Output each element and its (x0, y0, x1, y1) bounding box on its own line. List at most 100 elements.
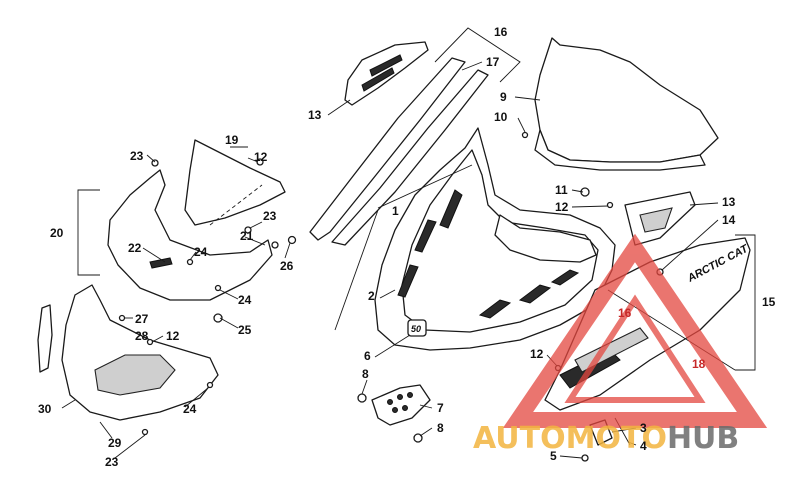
rivet-8a (357, 393, 367, 403)
screw-10 (521, 131, 529, 139)
vent-slat-1 (369, 54, 403, 77)
skid-plate (357, 384, 431, 443)
leader-23a (146, 154, 156, 163)
screw-23c (141, 428, 149, 436)
callout-23b: 23 (263, 209, 277, 223)
vent-slat-2 (361, 67, 395, 92)
leader-29 (99, 421, 113, 439)
callout-18: 18 (692, 357, 706, 371)
side-strip-30 (37, 304, 53, 373)
leader-12a (247, 157, 259, 163)
callout-16b: 16 (618, 306, 632, 320)
callout-1: 1 (392, 204, 399, 218)
nut-26a (271, 241, 279, 249)
emblem-label: 50 (411, 324, 421, 334)
clip-24c (206, 381, 214, 389)
side-vent-upper (344, 41, 429, 106)
leader-13a (327, 99, 351, 116)
screw-27 (118, 314, 126, 322)
watermark-logo (502, 233, 768, 428)
callout-9: 9 (500, 90, 507, 104)
leader-1 (377, 164, 473, 209)
lower-bumper-29 (61, 284, 219, 421)
leader-25 (219, 317, 239, 329)
leader-lines (61, 61, 719, 459)
callout-26: 26 (280, 259, 294, 273)
callout-20: 20 (50, 226, 64, 240)
dash-19 (209, 184, 263, 226)
skid-hole-2 (397, 394, 403, 400)
bracket-20 (77, 189, 100, 276)
leader-7 (419, 404, 433, 409)
callout-16a: 16 (494, 25, 508, 39)
bracket-16 (434, 27, 521, 83)
upper-nose-20 (107, 169, 273, 301)
callout-12b: 12 (166, 329, 180, 343)
callout-27: 27 (135, 312, 149, 326)
hood-vent-1 (439, 189, 463, 229)
skid-hole-4 (392, 407, 398, 413)
clip-24a (186, 258, 194, 266)
leader-21 (244, 236, 266, 246)
clip-24b (214, 284, 222, 292)
bracket-1 (334, 209, 379, 331)
callout-19: 19 (225, 133, 239, 147)
callout-24b: 24 (238, 293, 252, 307)
hood-vent-3 (397, 264, 419, 298)
callout-4: 4 (640, 439, 647, 453)
screw-23a (151, 159, 159, 167)
trim-strip-inner (331, 69, 489, 246)
skid-hole-3 (407, 392, 413, 398)
watermark-triangle-inner (564, 294, 706, 403)
callout-21: 21 (240, 229, 254, 243)
watermark-auto: AUTO (473, 421, 566, 456)
callout-6: 6 (364, 349, 371, 363)
grommet-25 (213, 313, 223, 323)
leader-8a (361, 379, 368, 395)
leader-14 (661, 219, 719, 271)
leader-10 (517, 117, 526, 133)
callout-12a: 12 (254, 150, 268, 164)
svg-text:AUTOMOTOHUB: AUTOMOTOHUB (473, 421, 739, 456)
leader-17 (461, 61, 483, 71)
callout-29: 29 (108, 436, 122, 450)
nose-slot-22 (149, 257, 173, 269)
callout-25: 25 (238, 323, 252, 337)
hood-vent-6 (550, 269, 580, 286)
screw-12c (606, 201, 614, 209)
hood-emblem (407, 319, 427, 337)
callout-13b: 13 (722, 195, 736, 209)
trim-strip-outer (309, 57, 466, 241)
leader-22 (142, 247, 166, 263)
watermark-wordmark: AUTOMOTOHUB (473, 421, 739, 456)
callout-labels: 1 2 3 4 5 6 7 8 8 9 10 11 12 12 12 12 13… (38, 25, 776, 469)
vent-mesh-right (639, 207, 673, 233)
callout-8a: 8 (362, 367, 369, 381)
watermark-triangle (502, 233, 768, 428)
leader-23b (249, 221, 263, 229)
hood-vent-5 (478, 299, 512, 319)
leader-8b (419, 427, 433, 437)
leader-6 (374, 334, 411, 358)
hood-vent-4 (518, 284, 552, 304)
leader-24c (184, 387, 209, 408)
leader-24b (219, 289, 239, 300)
leader-2 (379, 289, 396, 299)
callout-12d: 12 (530, 347, 544, 361)
callout-17: 17 (486, 55, 500, 69)
callout-8b: 8 (437, 421, 444, 435)
hood-headlight-recess (494, 214, 597, 263)
leader-5 (559, 455, 583, 459)
callout-5: 5 (550, 449, 557, 463)
callout-30: 30 (38, 402, 52, 416)
callout-23c: 23 (105, 455, 119, 469)
nose-cone-assembly (37, 139, 286, 421)
callout-28: 28 (135, 329, 149, 343)
watermark-hub: HUB (667, 421, 739, 456)
callout-12c: 12 (555, 200, 569, 214)
bumper-mesh-28 (94, 354, 176, 396)
leader-12b (151, 335, 164, 343)
callout-11: 11 (555, 183, 568, 197)
leader-23c (114, 434, 146, 459)
